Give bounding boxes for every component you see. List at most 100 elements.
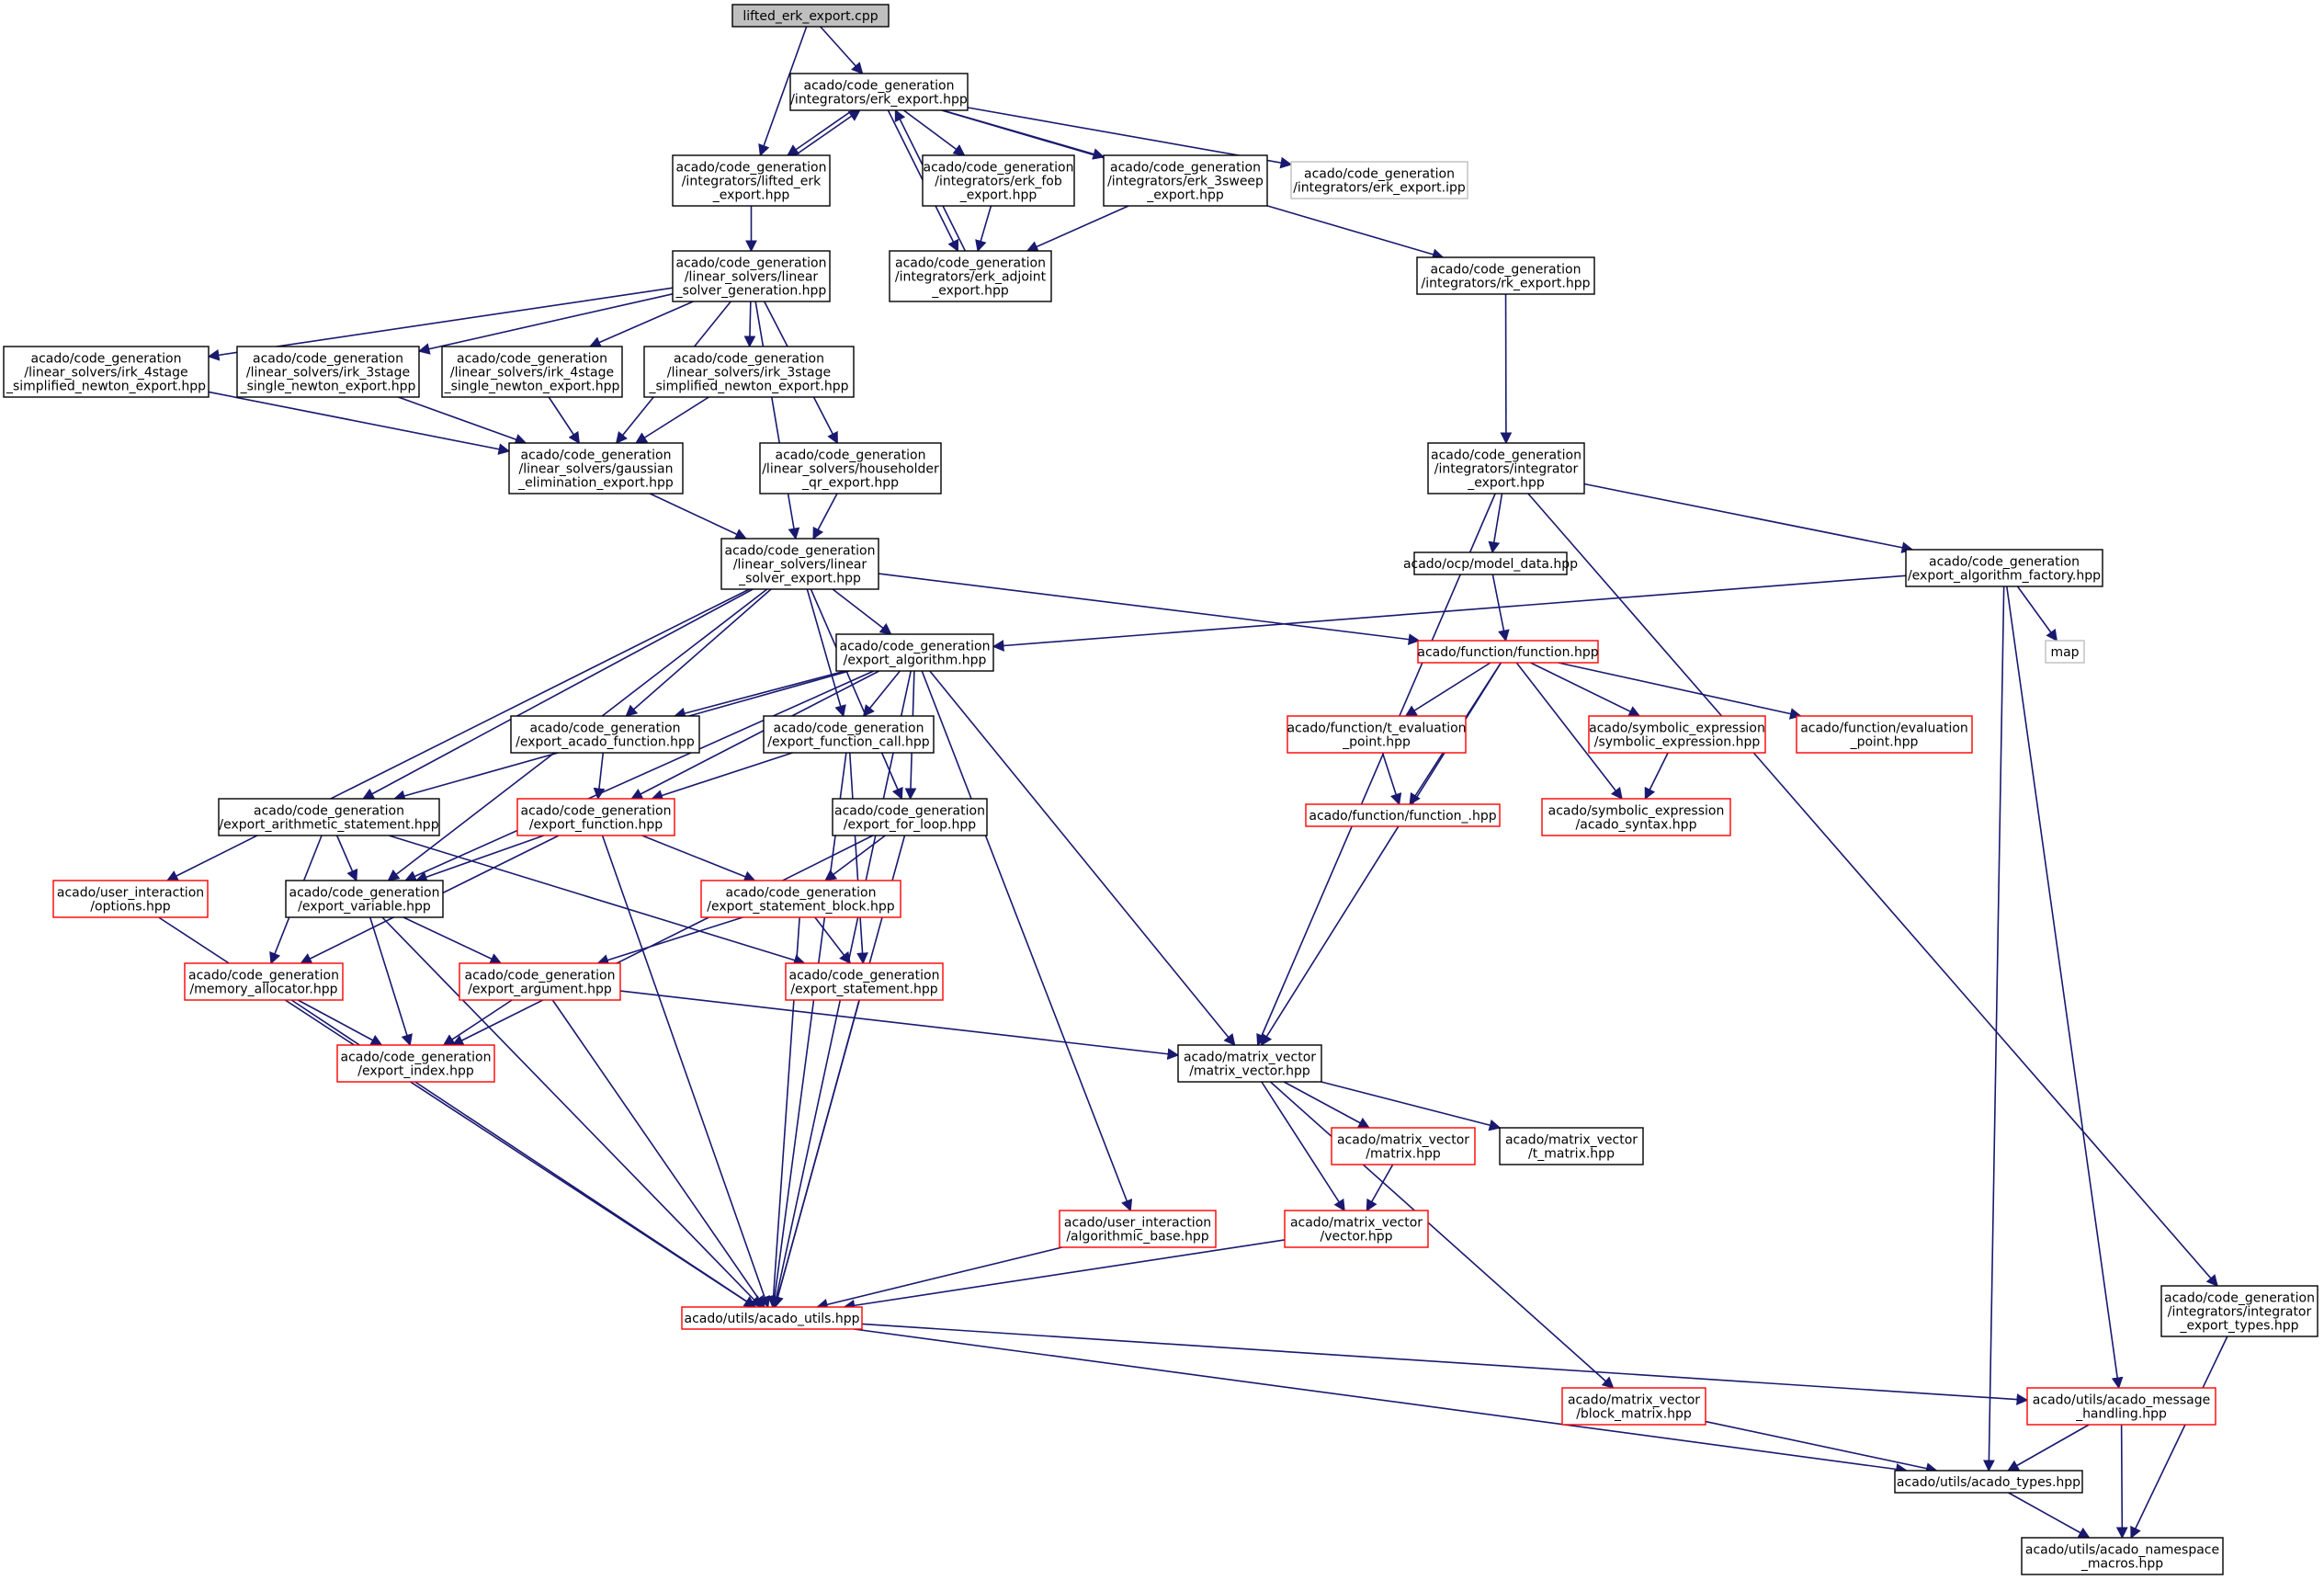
node-label-line: /vector.hpp <box>1321 1230 1393 1245</box>
node-t_eval[interactable]: acado/function/t_evaluation_point.hpp <box>1287 715 1467 754</box>
node-export_acado_function[interactable]: acado/code_generation/export_acado_funct… <box>510 715 700 754</box>
node-label-line: _export_types.hpp <box>2179 1319 2298 1334</box>
node-algorithmic_base[interactable]: acado/user_interaction/algorithmic_base.… <box>1059 1210 1217 1248</box>
node-box <box>763 715 935 754</box>
edge-export_function-to-acado_utils <box>601 835 771 1309</box>
edge-arith-to-export_statement <box>388 835 806 966</box>
node-label-line: acado/code_generation <box>254 804 404 819</box>
node-rk_export[interactable]: acado/code_generation/integrators/rk_exp… <box>1416 256 1595 295</box>
node-namespace_macros[interactable]: acado/utils/acado_namespace_macros.hpp <box>2021 1537 2224 1575</box>
node-export_function[interactable]: acado/code_generation/export_function.hp… <box>516 798 675 836</box>
node-label-line: acado/code_generation <box>1110 161 1261 176</box>
node-irk3_single[interactable]: acado/code_generation/linear_solvers/irk… <box>236 346 420 398</box>
node-sym_expr[interactable]: acado/symbolic_expression/symbolic_expre… <box>1588 715 1766 754</box>
node-acado_syntax[interactable]: acado/symbolic_expression/acado_syntax.h… <box>1541 798 1731 836</box>
node-function[interactable]: acado/function/function.hpp <box>1417 640 1599 664</box>
node-matrix_vector[interactable]: acado/matrix_vector/matrix_vector.hpp <box>1177 1044 1322 1083</box>
node-label-line: acado/code_generation <box>804 79 955 94</box>
node-box <box>441 346 623 398</box>
node-label-line: /export_arithmetic_statement.hpp <box>219 818 438 833</box>
node-matrix[interactable]: acado/matrix_vector/matrix.hpp <box>1331 1127 1476 1165</box>
node-label-line: _handling.hpp <box>2075 1407 2167 1422</box>
node-label-line: /export_variable.hpp <box>298 900 431 915</box>
node-export_function_call[interactable]: acado/code_generation/export_function_ca… <box>763 715 935 754</box>
edge-for_loop-to-export_index <box>451 835 874 1046</box>
node-lin_solver[interactable]: acado/code_generation/linear_solvers/lin… <box>720 538 879 590</box>
edge-acado_utils-to-acado_types <box>854 1328 1909 1475</box>
node-erk_3sweep[interactable]: acado/code_generation/integrators/erk_3s… <box>1103 154 1268 207</box>
node-lin_gen[interactable]: acado/code_generation/linear_solvers/lin… <box>672 250 831 302</box>
node-gauss[interactable]: acado/code_generation/linear_solvers/gau… <box>508 442 684 494</box>
node-label-line: acado/code_generation <box>895 256 1046 271</box>
node-box <box>832 798 988 836</box>
node-function_[interactable]: acado/function/function_.hpp <box>1305 803 1501 827</box>
node-label-line: _export.hpp <box>959 188 1037 203</box>
node-label-line: acado/code_generation <box>674 352 824 367</box>
node-integrator_export[interactable]: acado/code_generation/integrators/integr… <box>1427 442 1585 494</box>
edge-root-to-erk_export <box>820 26 864 74</box>
node-label-line: /export_statement.hpp <box>790 983 937 997</box>
node-label-line: acado/code_generation <box>1929 555 2080 570</box>
node-irk4_single[interactable]: acado/code_generation/linear_solvers/irk… <box>441 346 623 398</box>
edge-alg_factory-to-export_algorithm <box>992 574 1907 652</box>
node-acado_utils[interactable]: acado/utils/acado_utils.hpp <box>681 1306 863 1330</box>
node-box <box>1541 798 1731 836</box>
edge-alg_factory-to-map <box>2016 585 2058 642</box>
node-alg_factory[interactable]: acado/code_generation/export_algorithm_f… <box>1905 549 2103 587</box>
node-erk_export[interactable]: acado/code_generation/integrators/erk_ex… <box>789 73 969 111</box>
node-box <box>1284 1210 1429 1248</box>
node-export_algorithm[interactable]: acado/code_generation/export_algorithm.h… <box>835 633 994 672</box>
edge-irk3_simpl-to-gauss <box>635 396 709 444</box>
edge-export_argument-to-acado_utils <box>551 999 765 1309</box>
node-label-line: acado/code_generation <box>521 804 672 819</box>
node-label-line: /integrators/erk_3sweep <box>1107 175 1264 189</box>
node-label-line: /export_argument.hpp <box>468 983 612 997</box>
node-t_matrix[interactable]: acado/matrix_vector/t_matrix.hpp <box>1499 1127 1644 1165</box>
node-label-line: /export_algorithm.hpp <box>844 654 987 668</box>
node-box <box>1305 803 1501 827</box>
node-export_index[interactable]: acado/code_generation/export_index.hpp <box>336 1044 495 1083</box>
node-eval_point[interactable]: acado/function/evaluation_point.hpp <box>1796 715 1973 754</box>
node-householder[interactable]: acado/code_generation/linear_solvers/hou… <box>759 442 942 494</box>
node-box <box>1561 1387 1706 1426</box>
node-vector[interactable]: acado/matrix_vector/vector.hpp <box>1284 1210 1429 1248</box>
node-for_loop[interactable]: acado/code_generation/export_for_loop.hp… <box>832 798 988 836</box>
edge-matrix-to-vector <box>1366 1164 1394 1212</box>
node-model_data[interactable]: acado/ocp/model_data.hpp <box>1403 551 1578 575</box>
node-mem_alloc[interactable]: acado/code_generation/memory_allocator.h… <box>184 962 344 1001</box>
edge-export_variable-to-export_argument <box>402 916 503 964</box>
node-erk_ipp[interactable]: acado/code_generation/integrators/erk_ex… <box>1290 161 1468 199</box>
node-map[interactable]: map <box>2045 640 2085 664</box>
node-irk4_simpl[interactable]: acado/code_generation/linear_solvers/irk… <box>3 346 210 398</box>
edge-export_variable-to-acado_utils <box>381 916 763 1308</box>
node-export_statement[interactable]: acado/code_generation/export_statement.h… <box>785 962 944 1001</box>
node-root[interactable]: lifted_erk_export.cpp <box>731 4 890 28</box>
node-label-line: acado/code_generation <box>465 969 616 983</box>
node-label-line: acado/code_generation <box>676 161 827 176</box>
node-label-line: acado/matrix_vector <box>1184 1051 1316 1065</box>
node-block_matrix[interactable]: acado/matrix_vector/block_matrix.hpp <box>1561 1387 1706 1426</box>
node-export_variable[interactable]: acado/code_generation/export_variable.hp… <box>285 880 444 918</box>
node-label-line: /memory_allocator.hpp <box>189 983 337 997</box>
node-label-line: /symbolic_expression.hpp <box>1594 735 1761 750</box>
node-acado_types[interactable]: acado/utils/acado_types.hpp <box>1894 1470 2083 1494</box>
node-box <box>510 715 700 754</box>
node-label-line: acado/code_generation <box>676 256 827 271</box>
node-options[interactable]: acado/user_interaction/options.hpp <box>52 880 209 918</box>
node-erk_adjoint[interactable]: acado/code_generation/integrators/erk_ad… <box>889 250 1052 302</box>
node-message_handling[interactable]: acado/utils/acado_message_handling.hpp <box>2026 1387 2216 1426</box>
edge-for_loop-to-stmt_block <box>824 835 886 881</box>
node-integrator_types[interactable]: acado/code_generation/integrators/integr… <box>2160 1285 2318 1337</box>
node-stmt_block[interactable]: acado/code_generation/export_statement_b… <box>700 880 901 918</box>
node-label-line: map <box>2050 645 2079 660</box>
node-arith[interactable]: acado/code_generation/export_arithmetic_… <box>218 798 440 836</box>
node-box <box>889 250 1052 302</box>
node-erk_fob[interactable]: acado/code_generation/integrators/erk_fo… <box>922 154 1075 207</box>
node-label-line: /acado_syntax.hpp <box>1576 818 1697 833</box>
edge-matrix_vector-to-matrix <box>1283 1081 1371 1129</box>
node-export_argument[interactable]: acado/code_generation/export_argument.hp… <box>459 962 621 1001</box>
node-irk3_simpl[interactable]: acado/code_generation/linear_solvers/irk… <box>643 346 855 398</box>
node-label-line: acado/code_generation <box>776 449 926 463</box>
node-label-line: /t_matrix.hpp <box>1528 1147 1615 1162</box>
node-lifted_erk[interactable]: acado/code_generation/integrators/lifted… <box>672 154 831 207</box>
